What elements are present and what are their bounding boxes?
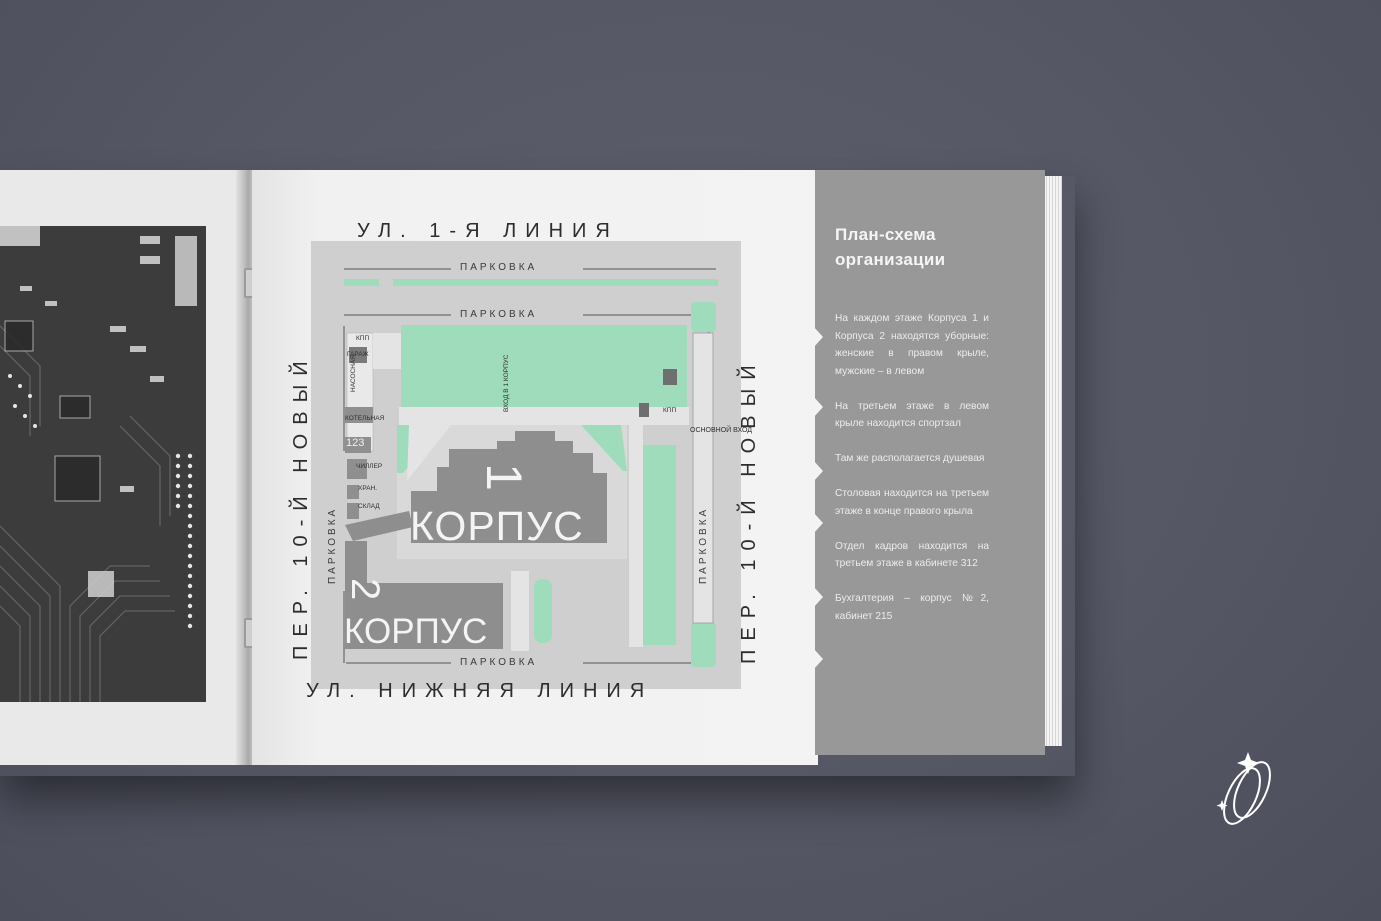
info-paragraph: Отдел кадров находится на третьем этаже … xyxy=(835,540,989,570)
site-plan-drawing xyxy=(343,268,718,667)
panel-notch xyxy=(813,396,823,418)
street-top-label: УЛ. 1-Я ЛИНИЯ xyxy=(357,220,619,242)
panel-notch xyxy=(813,326,823,348)
main-entrance-label: ОСНОВНОЙ ВХОД xyxy=(690,427,752,434)
parking-label: ПАРКОВКА xyxy=(698,506,709,584)
street-bottom-label: УЛ. НИЖНЯЯ ЛИНИЯ xyxy=(306,680,654,702)
small-building-label: НАСОСНАЯ xyxy=(350,355,357,392)
parking-label: ПАРКОВКА xyxy=(460,309,538,320)
parking-label: ПАРКОВКА xyxy=(460,657,538,668)
boiler-room-label: КОТЕЛЬНАЯ xyxy=(345,415,385,422)
kpp-label: КПП xyxy=(663,407,677,414)
street-right-label: ПЕР. 10-Й НОВЫЙ xyxy=(738,356,760,664)
building1-number: 1 xyxy=(475,463,532,491)
numbers-label: 123 xyxy=(346,437,365,449)
street-left-label: ПЕР. 10-Й НОВЫЙ xyxy=(290,352,312,660)
info-panel xyxy=(815,170,1045,755)
circuit-board-photo xyxy=(0,226,206,702)
panel-notch xyxy=(813,512,823,534)
chiller-label: ЧИЛЛЕР xyxy=(356,463,383,470)
building2-number: 2 xyxy=(343,578,387,601)
sparkle-rings-logo xyxy=(1216,752,1271,825)
panel-body: На каждом этаже Корпуса 1 и Корпуса 2 на… xyxy=(835,310,989,643)
kpp-label: КПП xyxy=(356,335,370,342)
small-building-label: ХРАН. xyxy=(358,485,378,492)
building1-label: КОРПУС xyxy=(410,503,584,549)
panel-notch xyxy=(813,586,823,608)
parking-label: ПАРКОВКА xyxy=(327,506,338,584)
info-paragraph: Там же располагается душевая xyxy=(835,453,985,464)
info-paragraph: На третьем этаже в левом крыле находится… xyxy=(835,400,989,430)
panel-title: План-схема организации xyxy=(835,225,946,269)
info-paragraph: Столовая находится на третьем этаже в ко… xyxy=(835,488,989,517)
building2-label: КОРПУС xyxy=(344,612,488,651)
small-building-label: СКЛАД xyxy=(358,503,380,510)
info-paragraph: Бухгалтерия – корпус №2, кабинет 215 xyxy=(835,593,989,622)
garage-label: ГАРАЖ xyxy=(347,351,369,358)
info-paragraph: На каждом этаже Корпуса 1 и Корпуса 2 на… xyxy=(835,313,989,377)
panel-notch xyxy=(813,648,823,670)
page-edges xyxy=(1044,176,1062,746)
panel-notch xyxy=(813,460,823,482)
parking-label: ПАРКОВКА xyxy=(460,262,538,273)
entrance-label: ВХОД В 1 КОРПУС xyxy=(503,354,510,412)
